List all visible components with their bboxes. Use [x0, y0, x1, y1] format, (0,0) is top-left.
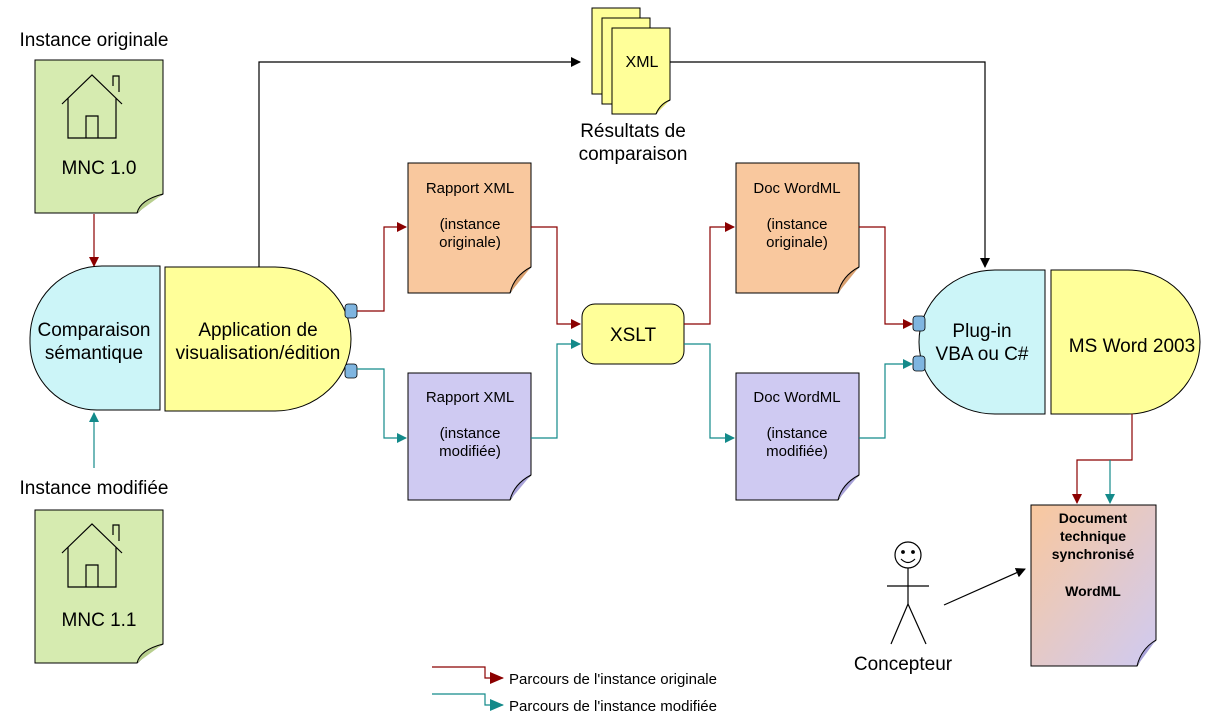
xslt-block: XSLT	[581, 303, 685, 365]
application-to-xml-arrow	[258, 57, 581, 267]
application-connector-bottom	[344, 363, 358, 379]
concepteur-label: Concepteur	[854, 654, 953, 675]
document-line3: synchronisé	[1052, 546, 1135, 562]
rapport-orig-line3: (instance	[440, 216, 501, 233]
msword-block: MS Word 2003	[1050, 269, 1201, 415]
application-label-line1: Application de	[198, 320, 317, 341]
rapport-mod-line1: Rapport XML	[426, 389, 514, 406]
legend-original-line	[432, 666, 504, 684]
mnc-10-label: MNC 1.0	[62, 158, 137, 179]
stick-figure-icon	[887, 541, 929, 645]
doc-orig-line4: originale)	[766, 234, 828, 251]
document-line5: WordML	[1065, 583, 1121, 599]
app-to-rapport-orig-arrow	[357, 222, 407, 312]
app-to-rapport-mod-arrow	[357, 368, 407, 443]
xslt-to-doc-mod-arrow	[684, 343, 735, 443]
resultats-label-line1: Résultats de	[580, 121, 686, 142]
mnc-11-label: MNC 1.1	[62, 610, 137, 631]
rapport-mod-to-xslt-arrow	[531, 339, 581, 439]
rapport-orig-line4: originale)	[439, 234, 501, 251]
plugin-label-line2: VBA ou C#	[936, 344, 1029, 365]
resultats-label-line2: comparaison	[579, 144, 688, 165]
rapport-mod-line4: modifiée)	[439, 443, 501, 460]
plugin-block: Plug-in VBA ou C#	[912, 269, 1046, 415]
rapport-xml-modifiee-doc: Rapport XML (instance modifiée)	[407, 372, 532, 501]
xslt-label: XSLT	[610, 325, 657, 346]
xslt-to-doc-orig-arrow	[684, 222, 735, 325]
msword-label: MS Word 2003	[1069, 336, 1195, 357]
doc-wordml-modifiee: Doc WordML (instance modifiée)	[735, 372, 860, 501]
rapport-orig-to-xslt-arrow	[531, 226, 581, 329]
doc-mod-line4: modifiée)	[766, 443, 828, 460]
instance-originale-label: Instance originale	[20, 30, 169, 51]
plugin-label-line1: Plug-in	[952, 321, 1011, 342]
xml-label: XML	[626, 54, 659, 71]
application-label-line2: visualisation/édition	[176, 343, 341, 364]
legend-original-label: Parcours de l'instance originale	[509, 671, 717, 688]
xml-results-stack: XML	[591, 7, 671, 115]
document-line2: technique	[1060, 528, 1126, 544]
rapport-mod-line3: (instance	[440, 425, 501, 442]
legend-modified-label: Parcours de l'instance modifiée	[509, 698, 717, 715]
mnc-10-document: MNC 1.0	[34, 59, 164, 214]
house-icon	[61, 523, 123, 588]
comparaison-label-line1: Comparaison	[38, 320, 151, 341]
legend-modified-line	[432, 693, 504, 711]
doc-mod-to-plugin-arrow	[859, 359, 913, 439]
doc-orig-line1: Doc WordML	[753, 180, 840, 197]
xml-to-plugin-arrow	[670, 61, 990, 268]
plugin-connector-bottom	[912, 355, 926, 372]
msword-to-document-red-arrow	[1072, 414, 1133, 504]
document-technique-synchronise: Document technique synchronisé WordML	[1030, 504, 1157, 667]
rapport-xml-originale-doc: Rapport XML (instance originale)	[407, 162, 532, 294]
instance-modifiee-label: Instance modifiée	[20, 478, 169, 499]
doc-mod-line3: (instance	[767, 425, 828, 442]
comparaison-label-line2: sémantique	[45, 343, 143, 364]
plugin-connector-top	[912, 315, 926, 332]
doc-wordml-originale: Doc WordML (instance originale)	[735, 162, 860, 294]
application-connector-top	[344, 303, 358, 319]
doc-orig-line3: (instance	[767, 216, 828, 233]
legend: Parcours de l'instance originale Parcour…	[432, 666, 717, 715]
concepteur-to-document-arrow	[943, 568, 1026, 606]
rapport-orig-line1: Rapport XML	[426, 180, 514, 197]
house-icon	[61, 74, 123, 139]
mnc-11-document: MNC 1.1	[34, 509, 164, 664]
application-block: Application de visualisation/édition	[164, 266, 358, 412]
document-line1: Document	[1059, 510, 1128, 526]
comparaison-semantique-block: Comparaison sémantique	[29, 265, 161, 411]
doc-mod-line1: Doc WordML	[753, 389, 840, 406]
doc-orig-to-plugin-arrow	[859, 226, 913, 329]
